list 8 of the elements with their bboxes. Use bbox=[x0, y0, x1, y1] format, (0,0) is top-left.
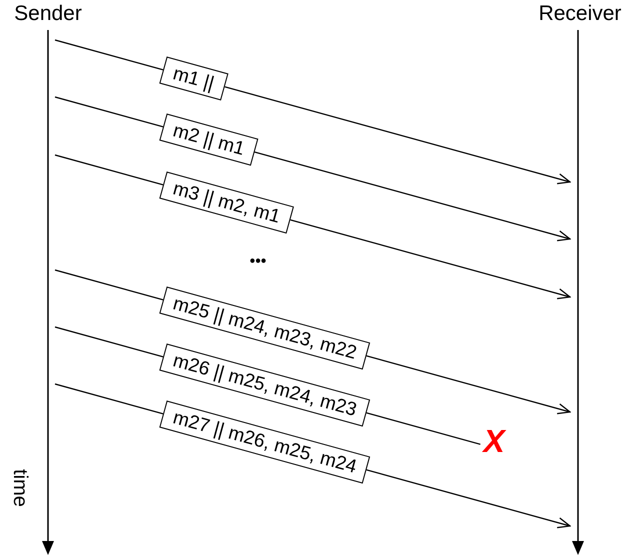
lifeline-label: Receiver bbox=[538, 3, 622, 24]
message-label: m3 || m2, m1 bbox=[159, 171, 294, 234]
lost-message-mark: X bbox=[483, 425, 505, 457]
message-label: m1 || bbox=[159, 56, 228, 100]
message-label: m2 || m1 bbox=[159, 113, 259, 166]
axis-label: time bbox=[10, 469, 30, 507]
ellipsis: ••• bbox=[250, 254, 266, 270]
lifeline-label: Sender bbox=[14, 3, 82, 24]
